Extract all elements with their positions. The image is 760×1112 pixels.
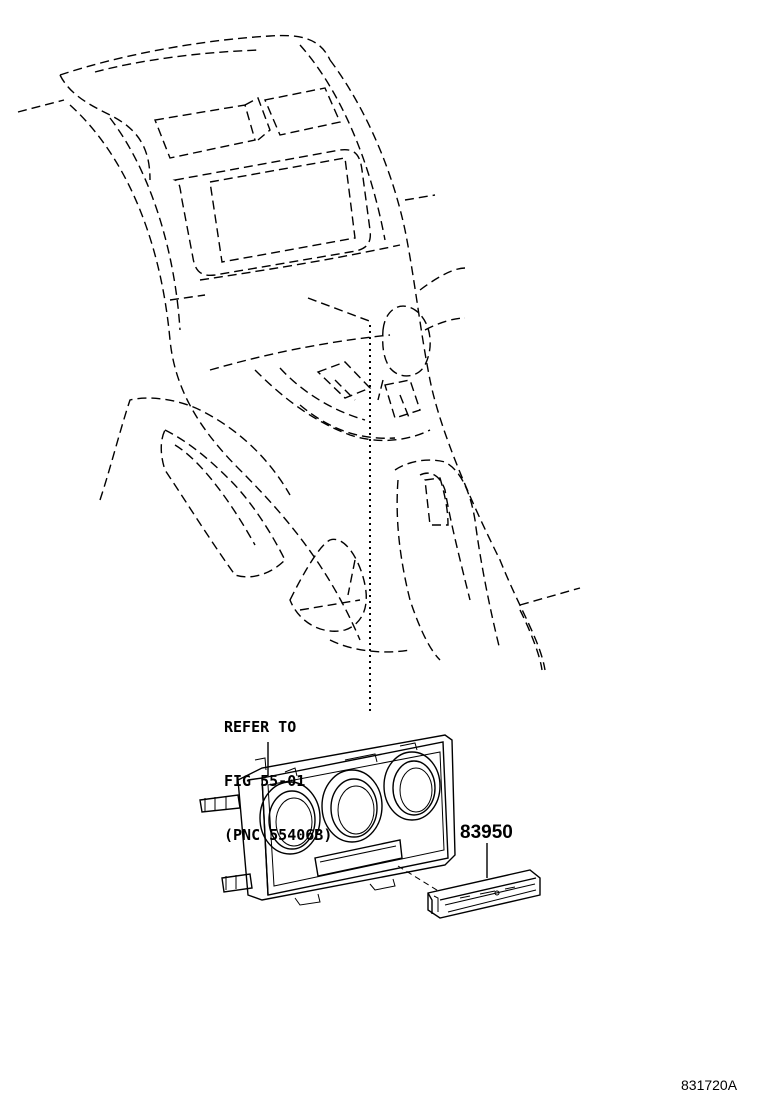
figure-code-label: 831720A [681, 1077, 738, 1093]
switch-module-83950 [427, 869, 541, 919]
reference-line-3: (PNC 55406B) [224, 826, 333, 844]
reference-callout: REFER TO FIG 55-01 (PNC 55406B) [224, 682, 332, 862]
ac-control-panel [199, 734, 456, 906]
fan-speed-knob [383, 751, 441, 821]
reference-line-1: REFER TO [224, 718, 297, 736]
reference-line-2: FIG 55-01 [224, 772, 306, 790]
part-number-label: 83950 [460, 822, 513, 843]
mode-knob [321, 769, 383, 843]
temperature-knob [259, 781, 321, 855]
dashboard-outline [17, 34, 581, 671]
switch-leader-line [397, 865, 441, 893]
